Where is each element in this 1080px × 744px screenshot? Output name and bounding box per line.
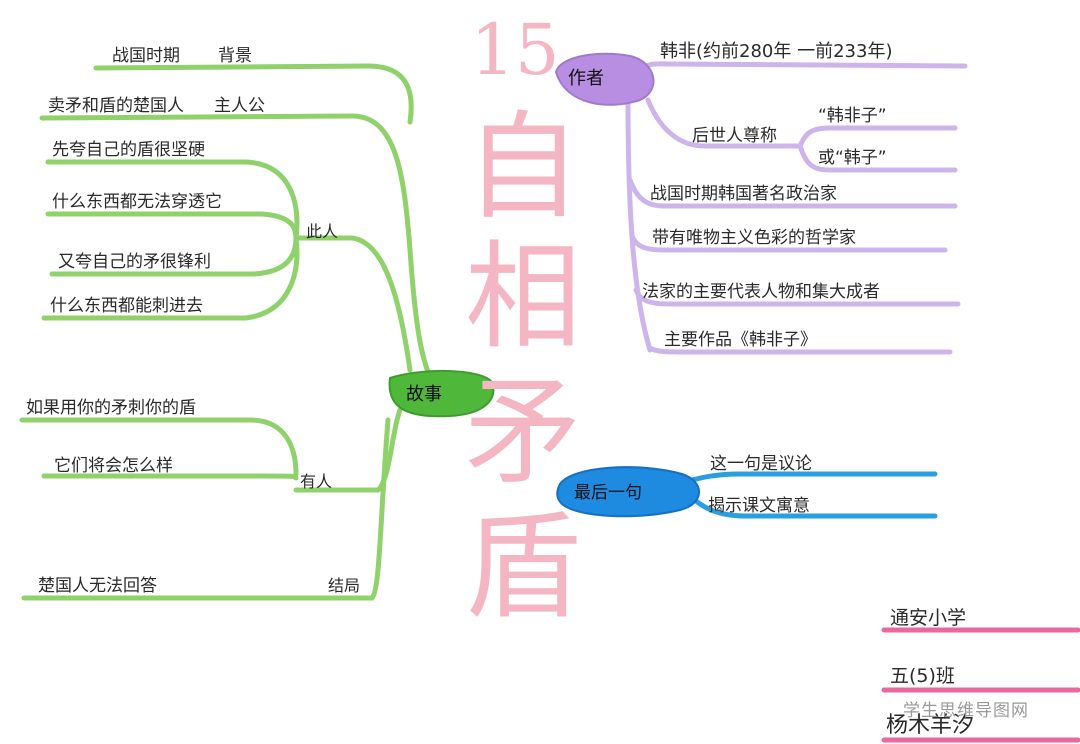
branch-honor: [645, 97, 803, 149]
someone-item-1: 如果用你的矛刺你的盾: [26, 398, 196, 418]
someone-label: 有人: [300, 472, 333, 491]
author-node-shape: [554, 52, 655, 106]
title-char-4: 盾: [465, 500, 581, 635]
ending-label: 结局: [328, 576, 361, 595]
branch-author-name: [637, 61, 968, 75]
branch-this-person-2: [45, 211, 299, 241]
last-sentence-item-2: 揭示课文寓意: [708, 496, 810, 516]
branch-fact-3: [633, 287, 961, 307]
last-sentence-node-shape: [556, 466, 700, 518]
story-node-label: 故事: [406, 384, 442, 405]
author-branches: [625, 61, 968, 355]
branch-fact-2: [629, 233, 948, 253]
story-node-shape: [388, 369, 495, 418]
author-fact-4: 主要作品《韩非子》: [664, 330, 817, 350]
protagonist-text: 卖矛和盾的楚国人: [48, 96, 184, 116]
protagonist-tag: 主人公: [214, 96, 265, 116]
branch-someone-2: [41, 473, 299, 481]
author-fact-3: 法家的主要代表人物和集大成者: [642, 282, 880, 302]
branch-this-person-main: [293, 235, 413, 373]
branch-ending: [21, 417, 391, 601]
branch-this-person-1: [45, 159, 300, 241]
this-person-label: 此人: [306, 222, 339, 241]
branch-fact-4: [647, 345, 953, 355]
branch-this-person-4: [41, 235, 300, 321]
honor-1: “韩非子”: [818, 106, 887, 126]
ending-text: 楚国人无法回答: [38, 576, 157, 596]
credit-school: 通安小学: [890, 607, 967, 629]
watermark: 学生思维导图网: [903, 701, 1029, 721]
branch-someone-1: [19, 417, 299, 477]
branch-last-1: [681, 471, 938, 485]
branch-honor-2: [797, 143, 958, 173]
someone-item-2: 它们将会怎么样: [54, 456, 173, 476]
credit-author: 杨木羊汐: [886, 713, 975, 738]
author-fact-1: 战国时期韩国著名政治家: [650, 184, 837, 204]
branch-background: [93, 63, 414, 125]
author-fact-2: 带有唯物主义色彩的哲学家: [652, 228, 856, 248]
title-char-1: 自: [465, 100, 581, 235]
author-node-label: 作者: [568, 68, 604, 89]
honor-2: 或“韩子”: [818, 148, 887, 168]
branch-fact-1: [627, 177, 958, 209]
background-text: 战国时期: [112, 46, 180, 66]
this-person-item-3: 又夸自己的矛很锋利: [58, 252, 211, 272]
credit-class: 五(5)班: [890, 665, 955, 687]
title-char-2: 相: [465, 230, 581, 365]
story-branches: [19, 63, 431, 601]
background-tag: 背景: [218, 46, 252, 66]
branch-author-trunk: [625, 97, 653, 353]
this-person-item-2: 什么东西都无法穿透它: [52, 192, 222, 212]
author-name: 韩非(约前280年 一前233年): [660, 41, 893, 62]
last-sentence-node-label: 最后一句: [574, 483, 642, 503]
honor-label: 后世人尊称: [692, 126, 777, 146]
lesson-number: 15: [470, 9, 560, 91]
last-sentence-item-1: 这一句是议论: [710, 454, 812, 474]
title-char-3: 矛: [465, 365, 581, 500]
branch-someone-main: [293, 407, 403, 493]
this-person-item-4: 什么东西都能刺进去: [50, 296, 203, 316]
branch-honor-1: [797, 125, 958, 149]
credit-lines: [881, 627, 1080, 743]
branch-protagonist: [39, 113, 431, 375]
this-person-item-1: 先夸自己的盾很坚硬: [52, 140, 205, 160]
